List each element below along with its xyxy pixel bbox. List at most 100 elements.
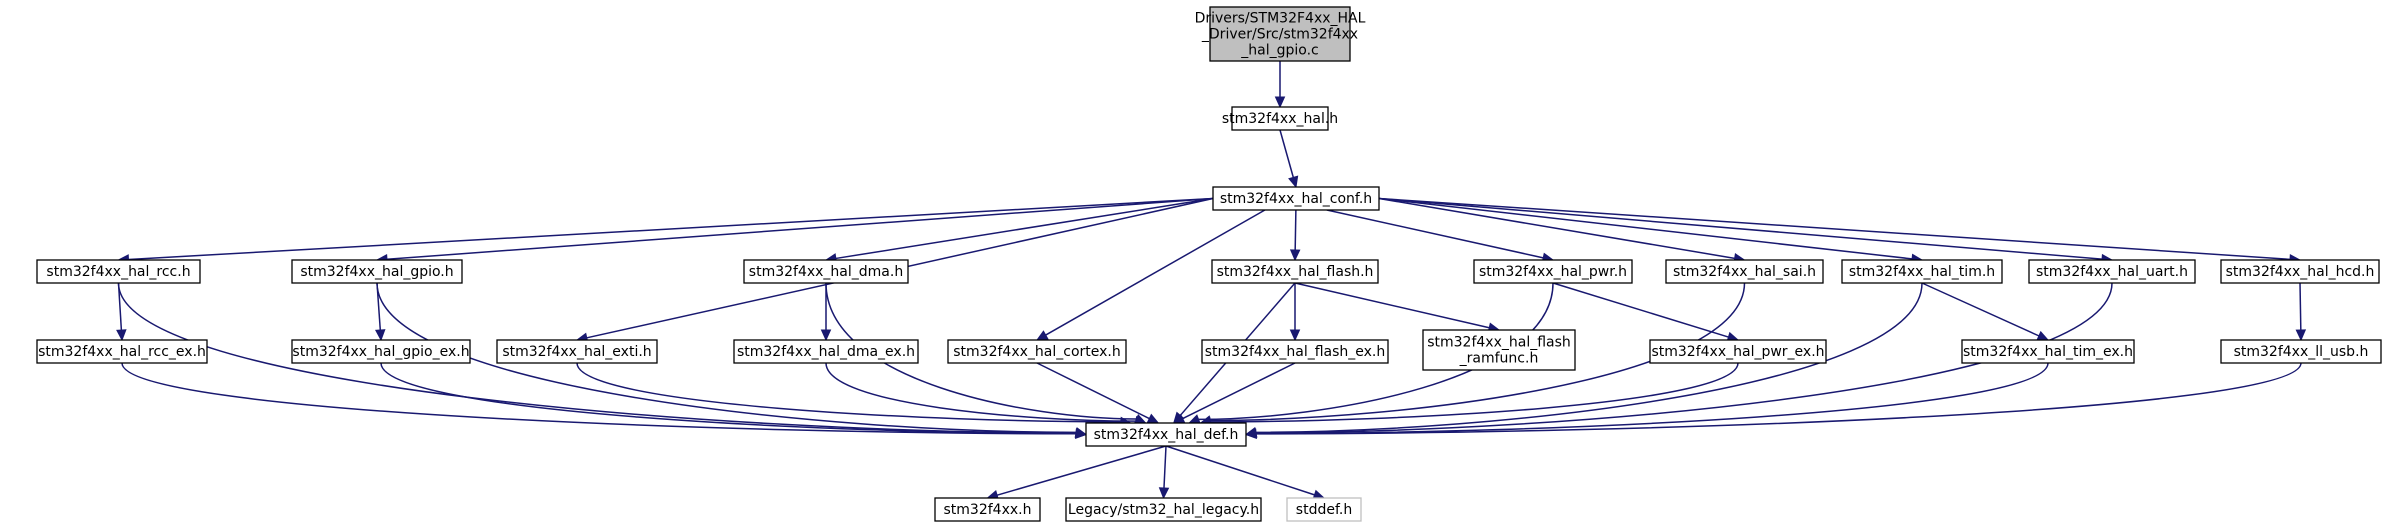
edge-gpio-ex-to-def <box>380 362 1077 435</box>
node-box <box>1065 497 1262 522</box>
edge-hcd-to-ll-usb <box>2299 282 2302 331</box>
node-exti[interactable]: stm32f4xx_hal_exti.h <box>496 339 658 364</box>
node-pwr[interactable]: stm32f4xx_hal_pwr.h <box>1473 259 1633 284</box>
node-label: stm32f4xx_hal.h <box>1222 111 1338 127</box>
node-label: _ramfunc.h <box>1459 351 1539 367</box>
node-box <box>1665 259 1824 284</box>
node-box <box>2220 259 2380 284</box>
node-uart[interactable]: stm32f4xx_hal_uart.h <box>2028 259 2196 284</box>
node-cortex[interactable]: stm32f4xx_hal_cortex.h <box>947 339 1127 364</box>
arrowhead <box>1188 414 1201 425</box>
edge-pwr-ex-to-def <box>1210 362 1739 423</box>
node-label: stm32f4xx_hal_uart.h <box>2036 264 2188 280</box>
edge-uart-to-def <box>1255 282 2113 434</box>
graph-edges <box>116 61 2307 501</box>
node-rcc-ex[interactable]: stm32f4xx_hal_rcc_ex.h <box>36 339 208 364</box>
arrowhead <box>116 329 127 342</box>
edge-conf-to-pwr <box>1326 209 1544 259</box>
edge-conf-to-uart <box>1378 197 2103 260</box>
node-label: stm32f4xx_hal_tim.h <box>1849 264 1995 280</box>
node-box <box>1473 259 1633 284</box>
edge-def-to-legacy <box>1163 445 1167 489</box>
node-tim-ex[interactable]: stm32f4xx_hal_tim_ex.h <box>1961 339 2135 364</box>
edge-conf-to-flash <box>1294 209 1297 251</box>
node-flash-ex[interactable]: stm32f4xx_hal_flash_ex.h <box>1201 339 1389 364</box>
edge-conf-to-gpio <box>386 197 1214 261</box>
edge-pwr-to-def <box>1198 282 1554 421</box>
edge-dma-to-def <box>825 282 1137 420</box>
node-box <box>1961 339 2135 364</box>
arrowhead <box>820 329 832 342</box>
node-box <box>496 339 658 364</box>
node-label: stm32f4xx_hal_flash_ex.h <box>1205 344 1386 360</box>
edge-dma-ex-to-def <box>825 362 1136 422</box>
node-label: stm32f4xx_hal_sai.h <box>1673 264 1816 280</box>
node-box <box>743 259 909 284</box>
graph-nodes: Drivers/STM32F4xx_HAL_Driver/Src/stm32f4… <box>36 6 2382 522</box>
node-label: Legacy/stm32_hal_legacy.h <box>1068 502 1259 518</box>
arrowhead <box>1289 249 1301 262</box>
edge-sai-to-def <box>1210 282 1746 422</box>
edge-conf-to-dma <box>835 197 1214 260</box>
node-box <box>1085 422 1247 447</box>
node-box <box>733 339 919 364</box>
node-label: stm32f4xx.h <box>944 502 1032 518</box>
node-box <box>2028 259 2196 284</box>
node-box <box>1201 339 1389 364</box>
arrowhead <box>1244 428 1257 440</box>
node-box <box>2220 339 2382 364</box>
arrowhead <box>1075 428 1088 439</box>
edge-conf-to-rcc <box>128 197 1214 261</box>
edge-tim-to-def <box>1255 282 1923 434</box>
edge-def-to-f4xx <box>996 445 1167 496</box>
node-box <box>36 259 201 284</box>
node-label: _hal_gpio.c <box>1240 43 1318 59</box>
node-pwr-ex[interactable]: stm32f4xx_hal_pwr_ex.h <box>1649 339 1827 364</box>
node-box <box>947 339 1127 364</box>
node-box <box>291 339 471 364</box>
node-label: stm32f4xx_ll_usb.h <box>2234 344 2369 360</box>
node-gpio[interactable]: stm32f4xx_hal_gpio.h <box>291 259 463 284</box>
node-legacy[interactable]: Legacy/stm32_hal_legacy.h <box>1065 497 1262 522</box>
node-label: stm32f4xx_hal_dma.h <box>749 264 903 280</box>
node-f4xx[interactable]: stm32f4xx.h <box>934 497 1041 522</box>
node-label: stm32f4xx_hal_tim_ex.h <box>1963 344 2133 360</box>
edge-rcc-ex-to-def <box>121 362 1077 435</box>
node-hal[interactable]: stm32f4xx_hal.h <box>1222 106 1338 131</box>
node-gpio-c[interactable]: Drivers/STM32F4xx_HAL_Driver/Src/stm32f4… <box>1195 6 1366 62</box>
node-ll-usb[interactable]: stm32f4xx_ll_usb.h <box>2220 339 2382 364</box>
node-label: Drivers/STM32F4xx_HAL <box>1195 11 1366 27</box>
node-def[interactable]: stm32f4xx_hal_def.h <box>1085 422 1247 447</box>
node-sai[interactable]: stm32f4xx_hal_sai.h <box>1665 259 1824 284</box>
node-tim[interactable]: stm32f4xx_hal_tim.h <box>1841 259 2003 284</box>
edge-conf-to-sai <box>1378 197 1735 260</box>
node-stddef: stddef.h <box>1286 497 1362 522</box>
arrowhead <box>1274 96 1286 109</box>
arrowhead <box>2295 329 2307 342</box>
node-label: stm32f4xx_hal_rcc_ex.h <box>38 344 206 360</box>
arrowhead <box>1146 413 1160 424</box>
edge-def-to-stddef <box>1165 445 1315 496</box>
arrowhead <box>1288 175 1299 189</box>
node-label: stm32f4xx_hal_cortex.h <box>953 344 1120 360</box>
edge-pwr-to-pwr-ex <box>1552 282 1729 338</box>
node-conf[interactable]: stm32f4xx_hal_conf.h <box>1212 186 1380 211</box>
edge-flash-ex-to-def <box>1182 362 1296 420</box>
edge-exti-to-def <box>576 362 1121 423</box>
node-label: stm32f4xx_hal_dma_ex.h <box>737 344 915 360</box>
node-dma[interactable]: stm32f4xx_hal_dma.h <box>743 259 909 284</box>
node-rcc[interactable]: stm32f4xx_hal_rcc.h <box>36 259 201 284</box>
node-box <box>1209 6 1351 62</box>
arrowhead <box>1035 330 1049 341</box>
edge-conf-to-cortex <box>1045 209 1266 336</box>
node-flash[interactable]: stm32f4xx_hal_flash.h <box>1211 259 1379 284</box>
node-gpio-ex[interactable]: stm32f4xx_hal_gpio_ex.h <box>291 339 471 364</box>
node-dma-ex[interactable]: stm32f4xx_hal_dma_ex.h <box>733 339 919 364</box>
arrowhead <box>375 329 386 342</box>
node-hcd[interactable]: stm32f4xx_hal_hcd.h <box>2220 259 2380 284</box>
node-label: stm32f4xx_hal_pwr_ex.h <box>1651 344 1824 360</box>
node-flash-ramfunc[interactable]: stm32f4xx_hal_flash_ramfunc.h <box>1422 329 1576 371</box>
node-box <box>1841 259 2003 284</box>
node-label: stm32f4xx_hal_pwr.h <box>1479 264 1627 280</box>
